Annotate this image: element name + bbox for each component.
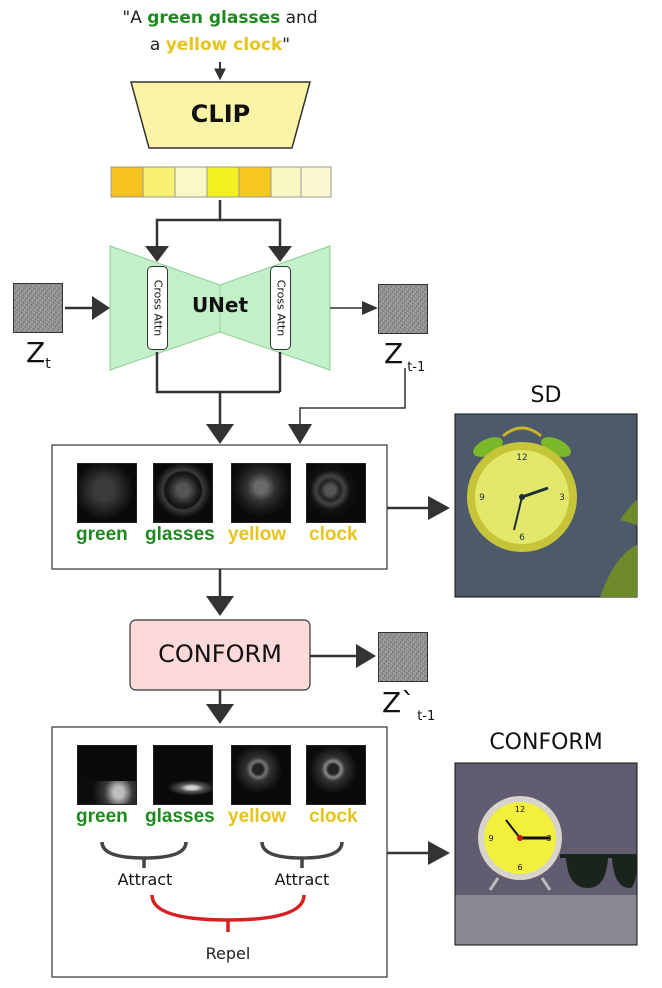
- zt-label: Zt: [26, 336, 51, 372]
- prompt-green-glasses: green glasses: [147, 8, 281, 28]
- sd-output-image: 12 3 6 9: [454, 413, 638, 598]
- svg-text:6: 6: [519, 533, 525, 543]
- zprime-latent: [378, 632, 428, 682]
- svg-text:12: 12: [516, 453, 527, 463]
- word-yellow-conform: yellow: [228, 806, 287, 827]
- conform-output-image: 12 3 6 9: [454, 762, 638, 946]
- svg-text:3: 3: [559, 493, 565, 503]
- connector-clip-to-unet: [155, 200, 222, 250]
- word-glasses-conform: glasses: [145, 806, 215, 827]
- svg-text:3: 3: [546, 834, 551, 843]
- cross-attn-left: Cross Attn: [147, 266, 168, 350]
- conform-title: CONFORM: [489, 730, 603, 755]
- clip-label: CLIP: [190, 100, 251, 128]
- attn-map-yellow-sd: [231, 463, 291, 523]
- word-clock-conform: clock: [309, 806, 358, 827]
- cross-attn-right: Cross Attn: [270, 266, 291, 350]
- word-glasses-sd: glasses: [145, 524, 215, 545]
- unet-label: UNet: [191, 293, 249, 317]
- svg-text:12: 12: [515, 805, 525, 814]
- word-green-conform: green: [76, 806, 128, 827]
- attn-map-yellow-conform: [231, 745, 291, 805]
- word-yellow-sd: yellow: [228, 524, 287, 545]
- attn-map-green-conform: [77, 745, 137, 805]
- attn-map-green-sd: [77, 463, 137, 523]
- connector-unet-to-maps: [155, 352, 222, 430]
- word-green-sd: green: [76, 524, 128, 545]
- conform-label: CONFORM: [158, 640, 282, 668]
- connector-zt1-to-maps: [299, 368, 406, 430]
- clip-encoder: [130, 81, 311, 149]
- prompt-line-2: a yellow clock": [149, 35, 291, 55]
- svg-text:9: 9: [488, 834, 493, 843]
- prompt-line-1: "A green glasses and: [122, 8, 318, 28]
- sd-title: SD: [530, 383, 562, 408]
- svg-text:9: 9: [479, 493, 485, 503]
- repel-label: Repel: [205, 944, 251, 963]
- zt-latent: [13, 283, 63, 333]
- svg-text:6: 6: [517, 863, 522, 872]
- token-embeddings: [110, 166, 332, 198]
- word-clock-sd: clock: [309, 524, 358, 545]
- zprime-label: Z`t-1: [382, 686, 436, 724]
- zt1-latent: [378, 284, 428, 334]
- attract-label-left: Attract: [117, 870, 173, 889]
- attn-map-glasses-sd: [153, 463, 213, 523]
- prompt-yellow-clock: yellow clock: [165, 35, 283, 55]
- attn-map-clock-sd: [306, 463, 366, 523]
- attn-map-glasses-conform: [153, 745, 213, 805]
- attract-label-right: Attract: [274, 870, 330, 889]
- attn-map-clock-conform: [306, 745, 366, 805]
